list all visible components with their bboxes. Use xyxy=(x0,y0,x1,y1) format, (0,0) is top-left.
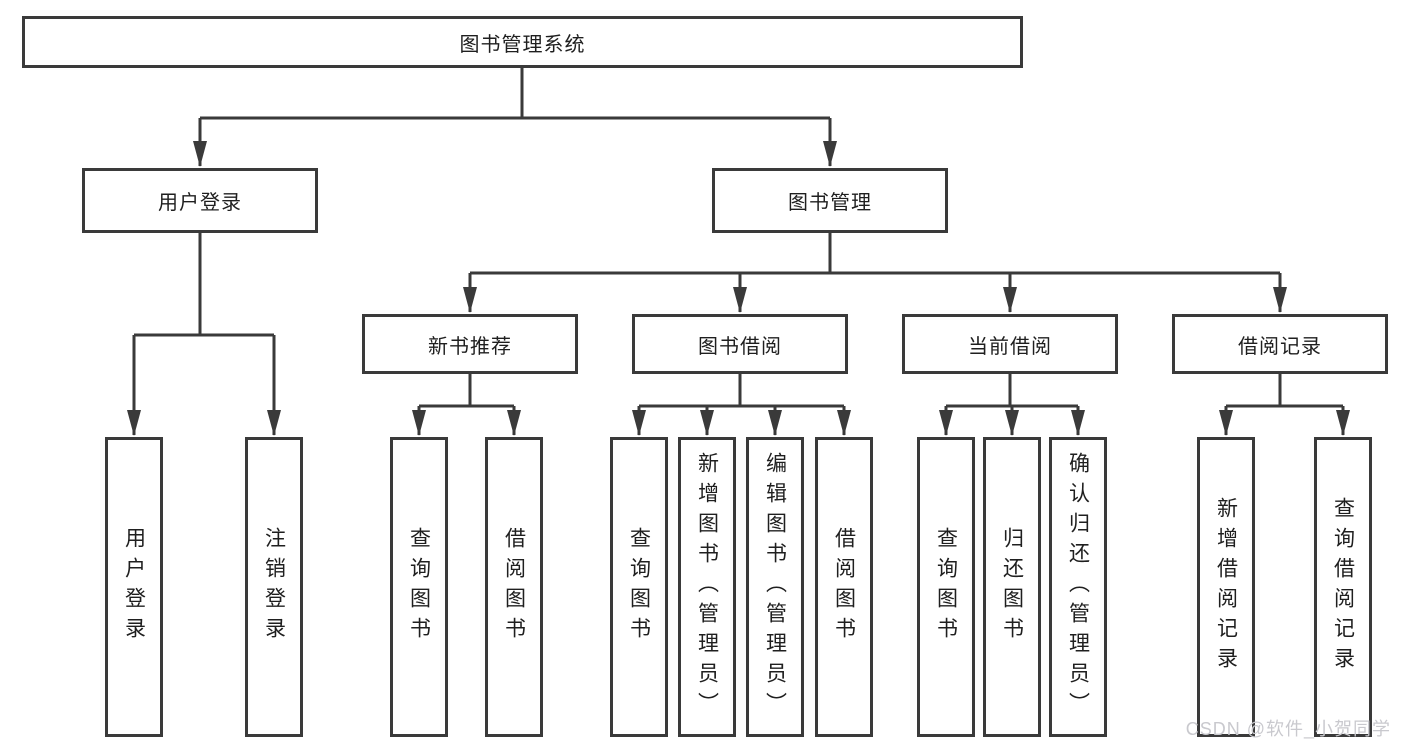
leaf-label: 查询图书 xyxy=(627,527,651,647)
leaf-borrow-edit-books-admin: 编辑图书（管理员） xyxy=(746,437,804,737)
node-label: 新书推荐 xyxy=(428,335,512,358)
leaf-user-login: 用户登录 xyxy=(105,437,163,737)
leaf-current-return-books: 归还图书 xyxy=(983,437,1041,737)
node-label: 图书借阅 xyxy=(698,335,782,358)
leaf-label: 查询图书 xyxy=(934,527,958,647)
node-library-management-system: 图书管理系统 xyxy=(22,16,1023,68)
node-book-borrowing: 图书借阅 xyxy=(632,314,848,374)
leaf-label: 新增图书（管理员） xyxy=(695,452,719,722)
leaf-label: 借阅图书 xyxy=(502,527,526,647)
leaf-records-add-record: 新增借阅记录 xyxy=(1197,437,1255,737)
node-current-borrowing: 当前借阅 xyxy=(902,314,1118,374)
leaf-borrow-query-books: 查询图书 xyxy=(610,437,668,737)
leaf-records-query-record: 查询借阅记录 xyxy=(1314,437,1372,737)
leaf-label: 查询借阅记录 xyxy=(1331,497,1355,677)
leaf-label: 借阅图书 xyxy=(832,527,856,647)
leaf-label: 归还图书 xyxy=(1000,527,1024,647)
leaf-newbooks-borrow-books: 借阅图书 xyxy=(485,437,543,737)
leaf-label: 编辑图书（管理员） xyxy=(763,452,787,722)
node-label: 当前借阅 xyxy=(968,335,1052,358)
node-new-book-recommendation: 新书推荐 xyxy=(362,314,578,374)
leaf-current-confirm-return-admin: 确认归还（管理员） xyxy=(1049,437,1107,737)
leaf-newbooks-query-books: 查询图书 xyxy=(390,437,448,737)
leaf-label: 查询图书 xyxy=(407,527,431,647)
leaf-borrow-borrow-books: 借阅图书 xyxy=(815,437,873,737)
leaf-label: 确认归还（管理员） xyxy=(1066,452,1090,722)
node-label: 图书管理系统 xyxy=(459,33,586,56)
node-label: 借阅记录 xyxy=(1238,335,1322,358)
node-book-management: 图书管理 xyxy=(712,168,948,233)
leaf-label: 新增借阅记录 xyxy=(1214,497,1238,677)
leaf-logout: 注销登录 xyxy=(245,437,303,737)
leaf-label: 注销登录 xyxy=(262,527,286,647)
node-label: 用户登录 xyxy=(158,192,242,214)
node-user-login: 用户登录 xyxy=(82,168,318,233)
leaf-label: 用户登录 xyxy=(122,527,146,647)
leaf-borrow-add-books-admin: 新增图书（管理员） xyxy=(678,437,736,737)
csdn-watermark: CSDN @软件_小贺同学 xyxy=(1185,719,1391,739)
leaf-current-query-books: 查询图书 xyxy=(917,437,975,737)
node-label: 图书管理 xyxy=(788,192,872,214)
node-borrowing-records: 借阅记录 xyxy=(1172,314,1388,374)
